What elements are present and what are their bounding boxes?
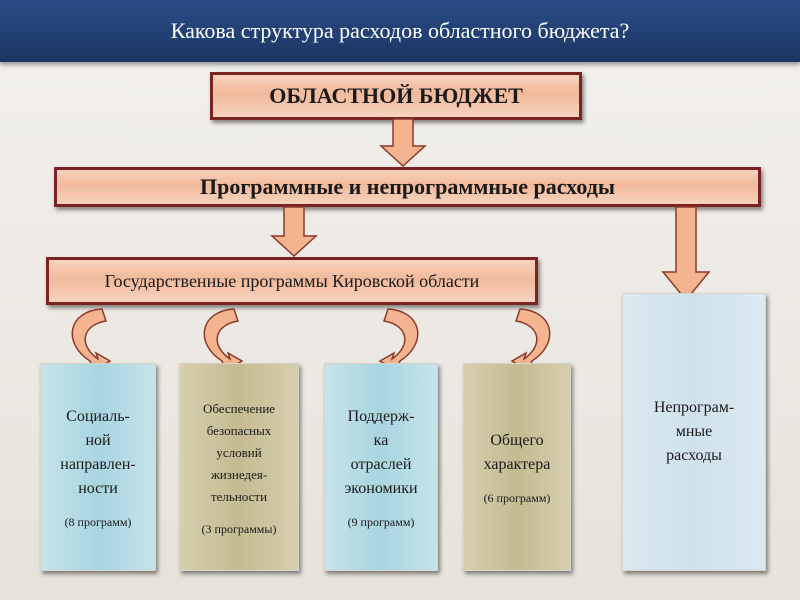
curved-arrow-icon — [378, 308, 419, 373]
card-title: Социаль- ной направлен- ности — [60, 407, 136, 497]
title-bar — [0, 0, 800, 62]
card-program-count: (8 программ) — [64, 514, 132, 529]
safety-programs-card: Обеспечение безопасных условий жизнедея-… — [179, 363, 299, 571]
state-programs-box: Государственные программы Кировской обла… — [46, 257, 538, 305]
card-program-count: (6 программ) — [483, 490, 551, 505]
card-title: Общего характера — [483, 431, 551, 473]
general-programs-card: Общего характера (6 программ) — [463, 363, 571, 571]
curved-arrow-icon — [203, 308, 244, 373]
non-program-expenses-card: Непрограм- мные расходы — [622, 293, 766, 571]
arrow-down-icon — [379, 118, 427, 168]
regional-budget-box: ОБЛАСТНОЙ БЮДЖЕТ — [210, 72, 582, 120]
card-program-count: (3 программы) — [201, 521, 277, 536]
arrow-down-icon — [661, 206, 711, 302]
curved-arrow-icon — [510, 308, 551, 373]
arrow-down-icon — [270, 206, 318, 258]
program-and-non-program-expenses-box: Программные и непрограммные расходы — [54, 167, 761, 207]
economy-programs-card: Поддерж- ка отраслей экономики (9 програ… — [324, 363, 438, 571]
social-programs-card: Социаль- ной направлен- ности (8 програм… — [40, 363, 156, 571]
card-title: Обеспечение безопасных условий жизнедея-… — [202, 400, 276, 504]
card-title: Непрограм- мные расходы — [653, 399, 735, 464]
curved-arrow-icon — [71, 308, 112, 373]
slide-title: Какова структура расходов областного бюд… — [170, 18, 630, 43]
card-title: Поддерж- ка отраслей экономики — [344, 407, 418, 497]
card-program-count: (9 программ) — [347, 514, 415, 529]
